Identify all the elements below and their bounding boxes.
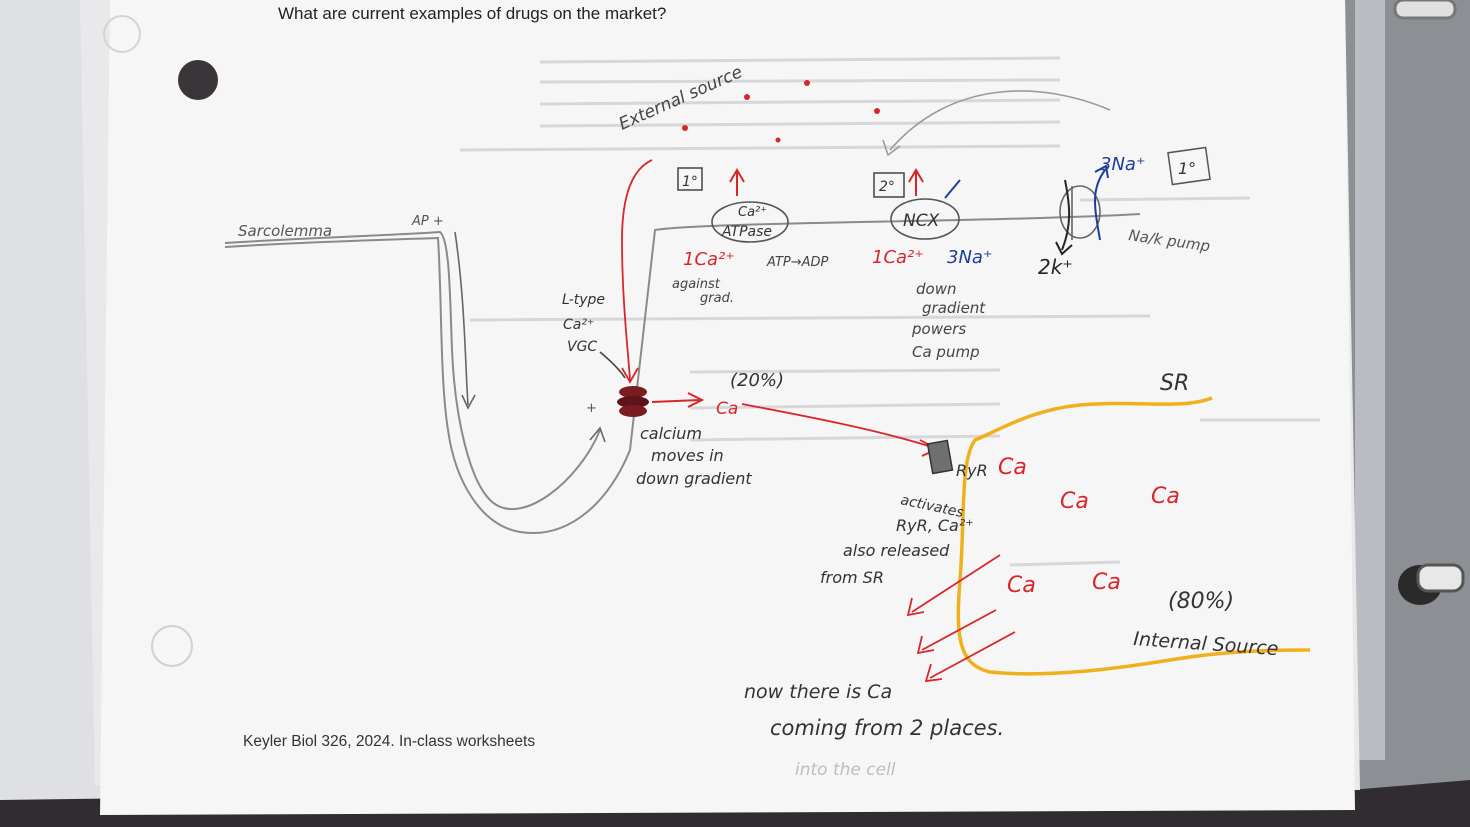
- label-pump-na: 3Na⁺: [1100, 154, 1145, 175]
- label-sr-ca-1: Ca: [998, 455, 1027, 480]
- nak-k-in-arrowhead: [1055, 241, 1073, 256]
- label-sr-ca-5: Ca: [1092, 570, 1121, 595]
- ca-to-ryr-arrow: [741, 403, 936, 449]
- label-bottom-1: now there is Ca: [744, 681, 892, 703]
- external-ca-influx-arrow: [621, 159, 653, 381]
- label-plus: +: [586, 401, 597, 416]
- nak-pump: [1059, 185, 1101, 239]
- label-activates-4: from SR: [820, 568, 884, 587]
- binder-spine: [1355, 0, 1385, 760]
- binder-ring-bottom: [1398, 563, 1465, 605]
- label-ltype-3: VGC: [567, 339, 597, 355]
- label-ca-small: Ca: [716, 399, 738, 419]
- label-down-3: powers: [911, 320, 966, 338]
- ca-entry-arrowhead: [687, 392, 705, 408]
- label-ncx-ca: 1Ca²⁺: [872, 247, 924, 268]
- ncx-na-in-mark: [944, 179, 961, 199]
- label-atpase-ca: 1Ca²⁺: [683, 249, 735, 270]
- label-sr-ca-4: Ca: [1007, 573, 1036, 598]
- label-ncx-na: 3Na⁺: [947, 247, 992, 268]
- primary-box-1: [677, 167, 703, 191]
- secondary-box: [873, 172, 905, 198]
- external-ca-influx-arrowhead: [621, 367, 639, 384]
- sarcolemma-membrane: [224, 230, 601, 511]
- label-ltype-1: L-type: [562, 292, 605, 308]
- ap-arrow: [454, 231, 469, 406]
- label-ryr: RyR: [956, 461, 988, 480]
- ca-atpase-pump: [711, 201, 789, 243]
- ncx-exchanger: [890, 198, 960, 240]
- label-against-1: against: [672, 277, 721, 292]
- ca-entry-arrow: [651, 399, 701, 403]
- label-down-1: down: [916, 280, 956, 298]
- printed-header: What are current examples of drugs on th…: [278, 4, 666, 23]
- ltype-ca-channel: [617, 386, 649, 417]
- label-primary-1: 1°: [682, 174, 698, 190]
- sr-release-arrows: [906, 554, 1016, 683]
- show-through-text: [459, 56, 1320, 567]
- label-ap: AP +: [411, 214, 444, 229]
- label-pump-k: 2k⁺: [1038, 255, 1073, 279]
- label-sarcolemma: Sarcolemma: [238, 222, 332, 240]
- nak-na-out-arrowhead: [1094, 164, 1109, 179]
- label-moves-1: calcium: [640, 424, 702, 443]
- label-bottom-2: coming from 2 places.: [770, 716, 1004, 740]
- ltype-pointer-arrow: [599, 351, 626, 379]
- label-primary-2: 1°: [1178, 159, 1196, 178]
- label-ltype-2: Ca²⁺: [563, 317, 594, 333]
- label-activates-3: also released: [843, 541, 950, 560]
- punch-hole: [178, 60, 218, 100]
- atpase-ca-out-arrowhead: [729, 168, 745, 183]
- printed-footer: Keyler Biol 326, 2024. In-class workshee…: [243, 733, 535, 750]
- label-ncx: NCX: [903, 211, 940, 231]
- pencil-curve-arrow: [889, 90, 1111, 151]
- label-against-2: grad.: [700, 291, 734, 306]
- punch-hole-ghost: [151, 625, 193, 667]
- ap-arrow-head: [589, 426, 606, 443]
- ryr-channel: [926, 439, 954, 475]
- label-sr: SR: [1160, 371, 1189, 396]
- pencil-curve-arrowhead: [882, 139, 901, 157]
- label-sr-ca-2: Ca: [1060, 489, 1089, 514]
- label-pct20: (20%): [730, 370, 784, 391]
- label-faint: into the cell: [795, 760, 896, 780]
- nak-k-in-arrow: [1061, 179, 1071, 251]
- label-sr-ca-3: Ca: [1151, 484, 1180, 509]
- label-atp-adp: ATP→ADP: [766, 255, 829, 270]
- ncx-ca-out-arrowhead: [908, 168, 924, 183]
- sarcolemma-membrane-inner: [224, 213, 1141, 535]
- label-activates-2: RyR, Ca²⁺: [896, 516, 974, 535]
- label-moves-2: moves in: [651, 446, 724, 465]
- nak-na-out-arrow: [1094, 169, 1106, 241]
- label-secondary: 2°: [879, 179, 895, 195]
- external-calcium-dots: [682, 80, 880, 143]
- label-atpase-2: ATPase: [721, 224, 772, 240]
- punch-hole-ghost: [103, 15, 141, 53]
- ap-arrow-head: [461, 394, 476, 410]
- label-down-2: gradient: [922, 299, 986, 317]
- label-atpase-1: Ca²⁺: [738, 205, 767, 220]
- primary-box-2: [1167, 146, 1211, 186]
- binder-ring-top: [1393, 0, 1457, 20]
- label-moves-3: down gradient: [636, 469, 752, 488]
- label-pct80: (80%): [1168, 589, 1234, 614]
- label-down-4: Ca pump: [912, 343, 980, 361]
